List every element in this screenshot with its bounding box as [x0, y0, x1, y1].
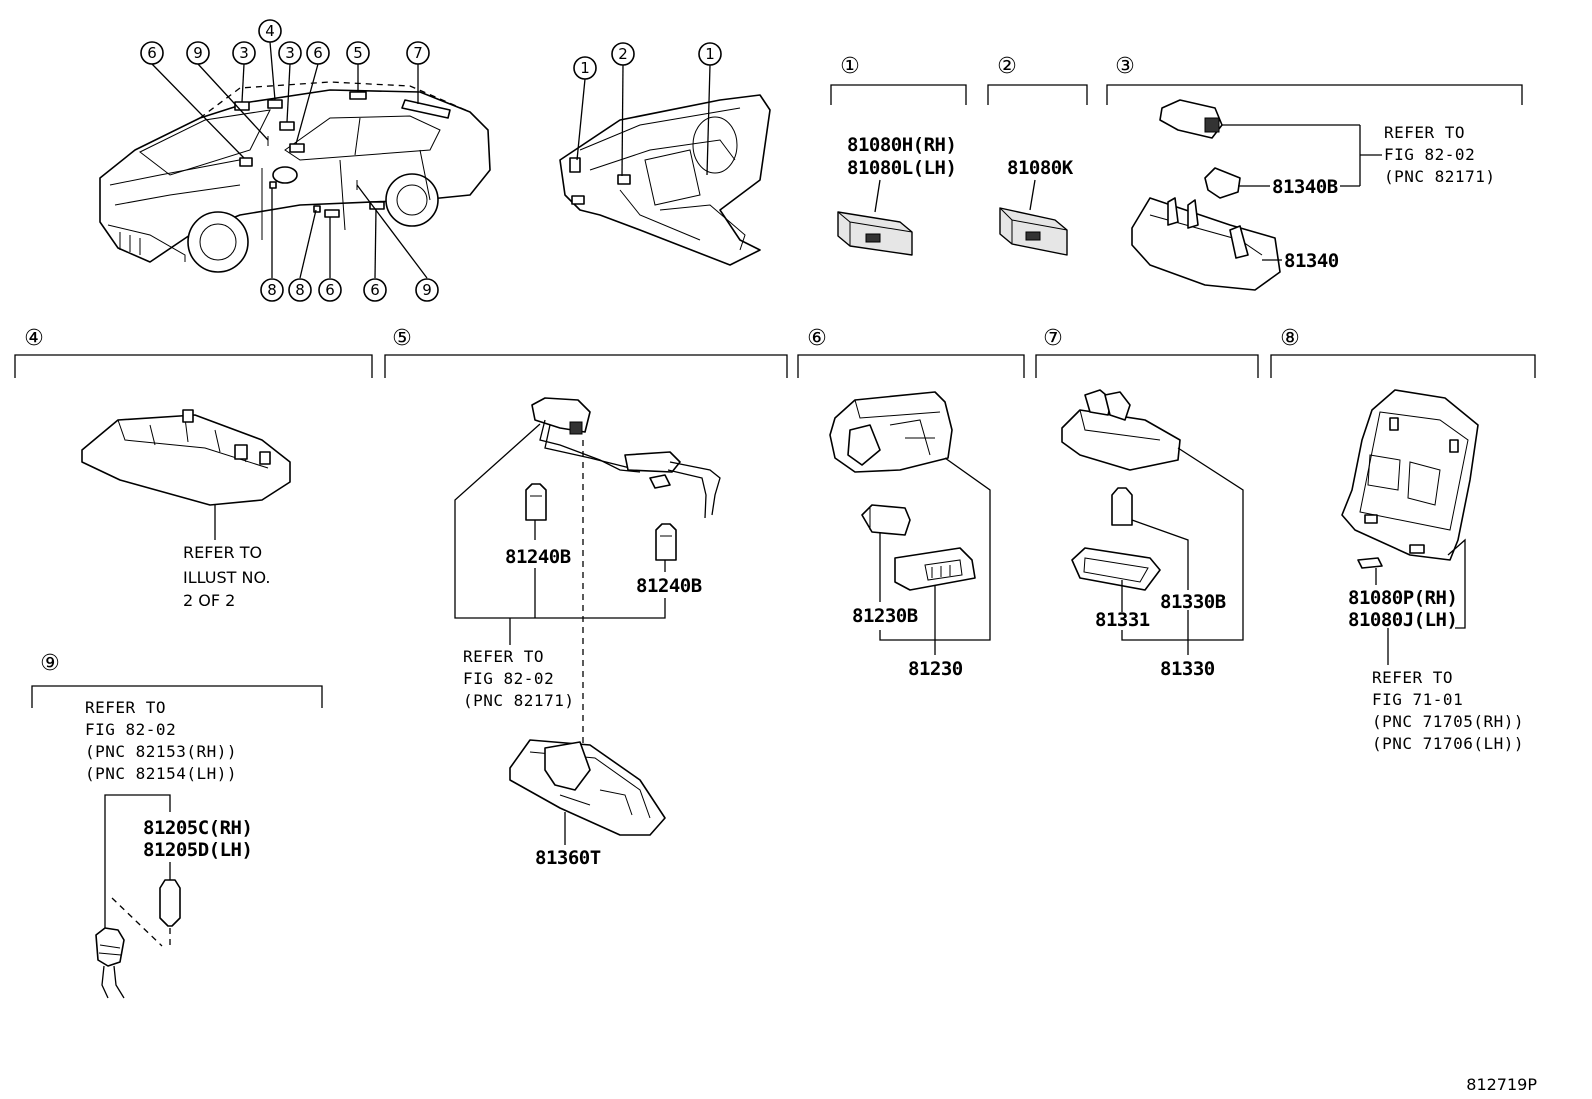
part-number-81080j: 81080J(LH) — [1348, 609, 1457, 631]
callout-number: 4 — [265, 22, 275, 40]
callout-number: 9 — [422, 281, 432, 299]
part-number-81330b: 81330B — [1160, 591, 1226, 613]
refer-fig-text: FIG 82-02 — [1384, 145, 1475, 164]
refer-page-text: 2 OF 2 — [183, 591, 235, 610]
part-number-81205c: 81205C(RH) — [143, 817, 252, 839]
part-number-81080h: 81080H(RH) — [847, 134, 956, 156]
refer-pnc-rh-text: (PNC 71705(RH)) — [1372, 712, 1524, 731]
part-number-81340: 81340 — [1284, 250, 1339, 272]
callout-number: 6 — [147, 44, 157, 62]
section-7-group: ⑦ 81330B 81331 81330 — [1035, 326, 1259, 680]
section-number: ⑧ — [1280, 326, 1300, 351]
part-number-81080k: 81080K — [1007, 157, 1074, 179]
section-number: ③ — [1115, 54, 1135, 79]
diagram-id: 812719P — [1466, 1075, 1537, 1094]
refer-pnc-text: (PNC 82171) — [463, 691, 574, 710]
dashboard-illustration: 1 2 1 — [559, 42, 771, 266]
section-6-group: ⑥ 81230B 81230 — [797, 326, 1025, 680]
section-9-group: ⑨ REFER TO FIG 82-02 (PNC 82153(RH)) (PN… — [31, 651, 323, 999]
part-number-81340b: 81340B — [1272, 176, 1338, 198]
refer-to-text: REFER TO — [85, 698, 166, 717]
callout-number: 6 — [325, 281, 335, 299]
section-number: ⑥ — [807, 326, 827, 351]
section-2-group: ② 81080K — [987, 54, 1088, 256]
refer-fig-text: FIG 82-02 — [85, 720, 176, 739]
callout-number: 3 — [285, 44, 295, 62]
callout-number: 7 — [413, 44, 423, 62]
car-callouts-bottom: 8 8 6 6 9 — [260, 278, 439, 302]
part-number-81080l: 81080L(LH) — [847, 157, 956, 179]
callout-number: 5 — [353, 44, 363, 62]
callout-number: 6 — [370, 281, 380, 299]
section-number: ① — [840, 54, 860, 79]
refer-pnc-lh-text: (PNC 82154(LH)) — [85, 764, 237, 783]
callout-number: 1 — [705, 45, 715, 63]
refer-fig-text: FIG 82-02 — [463, 669, 554, 688]
refer-pnc-rh-text: (PNC 82153(RH)) — [85, 742, 237, 761]
section-3-group: ③ 81340B 81340 REFER TO FIG 82-02 (PNC 8… — [1106, 54, 1523, 291]
section-number: ⑦ — [1043, 326, 1063, 351]
refer-illust-text: ILLUST NO. — [183, 568, 270, 587]
refer-to-text: REFER TO — [1384, 123, 1465, 142]
section-number: ⑤ — [392, 326, 412, 351]
section-number: ⑨ — [40, 651, 60, 676]
callout-number: 1 — [580, 59, 590, 77]
callout-number: 2 — [618, 45, 628, 63]
section-8-group: ⑧ 81080P(RH) 81080J(LH) REFER TO FIG 71-… — [1270, 326, 1536, 753]
part-number-81240b-left: 81240B — [505, 546, 571, 568]
refer-to-text: REFER TO — [1372, 668, 1453, 687]
section-1-group: ① 81080H(RH) 81080L(LH) — [830, 54, 967, 256]
callout-number: 6 — [313, 44, 323, 62]
part-number-81205d: 81205D(LH) — [143, 839, 252, 861]
part-number-81330: 81330 — [1160, 658, 1215, 680]
part-number-81230: 81230 — [908, 658, 963, 680]
refer-to-text: REFER TO — [183, 543, 262, 562]
part-number-81080p: 81080P(RH) — [1348, 587, 1457, 609]
part-number-81230b: 81230B — [852, 605, 918, 627]
car-callouts-top: 6 9 3 4 3 6 5 7 — [140, 19, 430, 65]
section-5-group: ⑤ 81240B 81240B REFER TO FIG 82-02 (PNC … — [384, 326, 788, 869]
refer-pnc-text: (PNC 82171) — [1384, 167, 1495, 186]
refer-fig-text: FIG 71-01 — [1372, 690, 1463, 709]
part-number-81360t: 81360T — [535, 847, 601, 869]
callout-number: 8 — [295, 281, 305, 299]
callout-number: 3 — [239, 44, 249, 62]
callout-number: 8 — [267, 281, 277, 299]
part-number-81240b-right: 81240B — [636, 575, 702, 597]
section-number: ④ — [24, 326, 44, 351]
car-overview-illustration: 6 9 3 4 3 6 5 7 8 8 6 6 9 — [99, 19, 491, 302]
part-number-81331: 81331 — [1095, 609, 1150, 631]
refer-to-text: REFER TO — [463, 647, 544, 666]
section-4-group: ④ REFER TO ILLUST NO. 2 OF 2 — [14, 326, 373, 610]
refer-pnc-lh-text: (PNC 71706(LH)) — [1372, 734, 1524, 753]
callout-number: 9 — [193, 44, 203, 62]
section-number: ② — [997, 54, 1017, 79]
